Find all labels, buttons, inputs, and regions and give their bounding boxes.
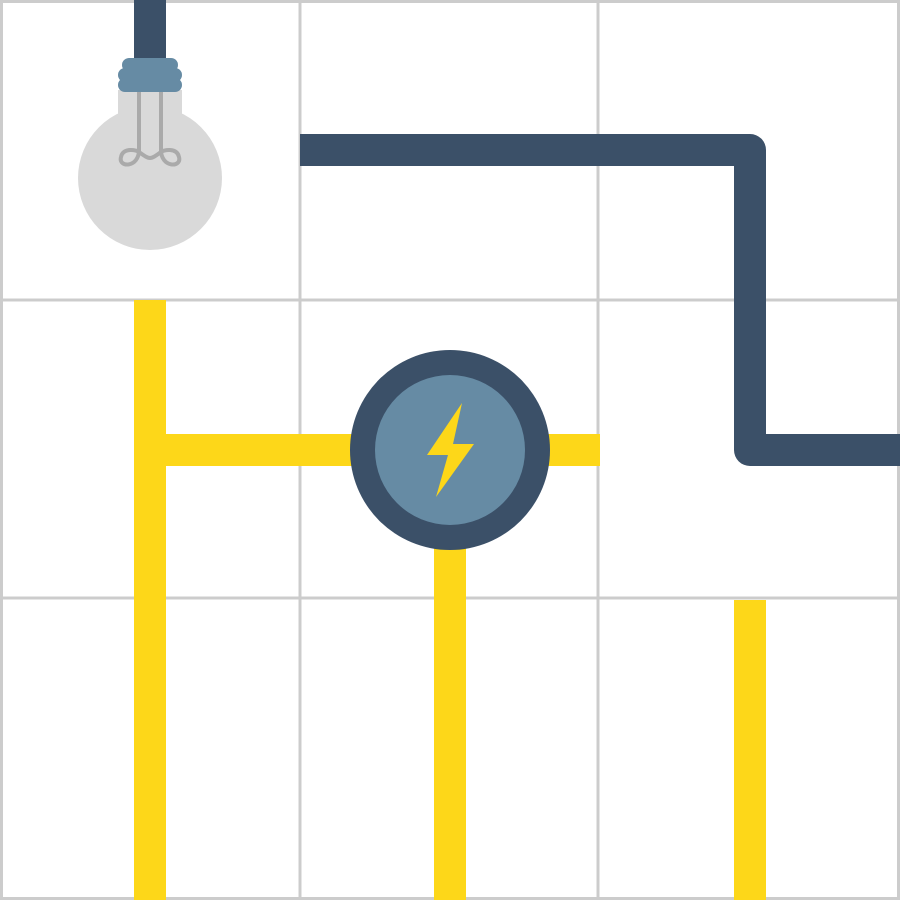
bulb-cord <box>134 0 166 64</box>
unpowered-wires <box>134 0 900 466</box>
lightning-bolt-icon <box>427 403 474 497</box>
wire-center-vertical <box>434 530 466 900</box>
bulb-glass <box>78 106 222 250</box>
wire-dark-path <box>300 134 900 466</box>
wire-left-vertical <box>134 300 166 900</box>
bulb-filament <box>118 88 182 167</box>
bulb-socket <box>118 58 182 92</box>
power-source[interactable] <box>350 350 550 550</box>
wire-right-vertical <box>734 600 766 900</box>
light-bulb-icon[interactable] <box>78 58 222 250</box>
wire-left-branch <box>166 434 356 466</box>
powered-wires <box>134 300 766 900</box>
